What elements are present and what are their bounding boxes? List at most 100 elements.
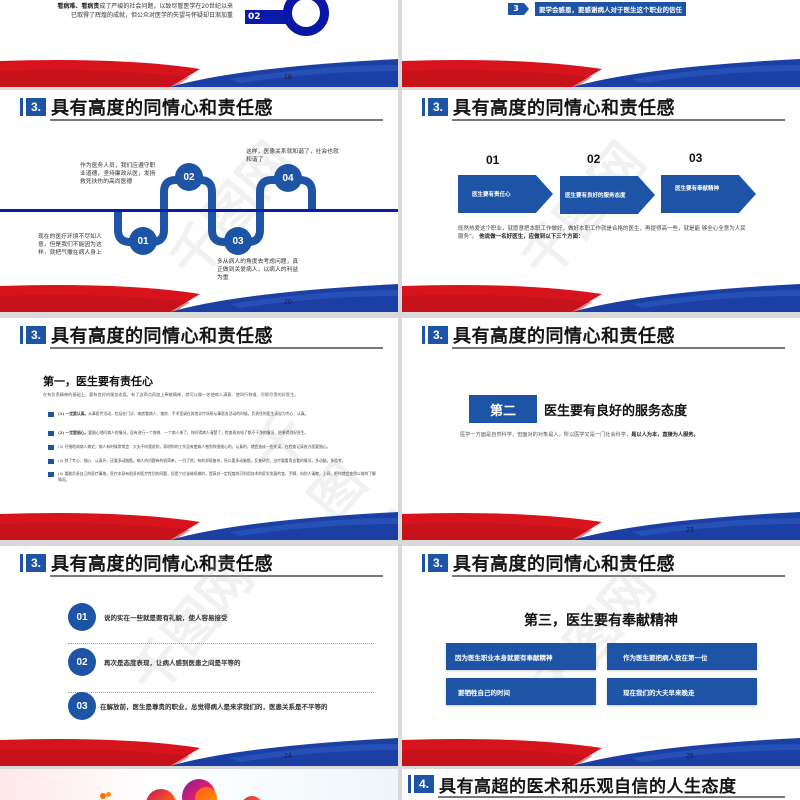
timeline-path xyxy=(114,176,316,246)
section-number: 3. xyxy=(428,554,448,572)
content-box: 现在我们的大夫早来晚走 xyxy=(607,678,757,705)
slide-19-text: 要学会感恩，要感谢病人对于医生这个职业的信任 xyxy=(535,2,686,16)
slide-25-heading: 第三，医生要有奉献精神 xyxy=(524,613,678,629)
section-number: 4. xyxy=(414,775,434,793)
list-item: (1) 一定要认真。从事医疗活动，包括在门诊、病房看病人、查房、手术室或在其他诊… xyxy=(48,411,378,417)
slide-18-text: 看病难、看病贵成了严峻的社会问题，以致尽管医学在20世纪以来已取得了辉煌的成就，… xyxy=(57,3,233,19)
slide-thumbnail-25[interactable]: 3. 具有高度的同情心和责任感 千图网 第三，医生要有奉献精神 因为医生职业本身… xyxy=(402,546,800,766)
balloon-decoration xyxy=(241,796,263,800)
ring-icon xyxy=(283,0,329,36)
slide-title: 具有高度的同情心和责任感 xyxy=(453,326,675,347)
slide-23-label-box: 第二 xyxy=(469,395,537,423)
slide-title: 具有高度的同情心和责任感 xyxy=(51,326,273,347)
slide-title: 具有高度的同情心和责任感 xyxy=(453,98,675,119)
header-accent-bar xyxy=(422,326,425,344)
flag-ribbon-decoration xyxy=(0,738,398,766)
step-number-03: 03 xyxy=(689,151,703,165)
slide-header: 4. 具有高超的医术和乐观自信的人生态度 xyxy=(408,773,737,797)
flag-ribbon-decoration xyxy=(402,738,800,766)
timeline-node-02: 02 xyxy=(175,163,203,191)
slide-thumbnail-21[interactable]: 3. 具有高度的同情心和责任感 千图网 01 02 03 医生要有责任心 医生要… xyxy=(402,90,800,312)
page-number: 20 xyxy=(284,299,292,306)
list-item: (3) 仔细地询病人病史，病人有时候常常会：大夫不听我说的，表明你的工作没有使病… xyxy=(48,444,378,450)
step-number-01: 01 xyxy=(486,153,500,167)
slide-23-title: 医生要有良好的服务态度 xyxy=(544,404,688,419)
bullet-square-icon xyxy=(48,471,54,477)
slide-title: 具有高超的医术和乐观自信的人生态度 xyxy=(439,776,737,797)
step-arrow-03: 医生要有奉献精神 xyxy=(661,175,756,213)
bullet-square-icon xyxy=(48,411,54,417)
section-number: 3. xyxy=(26,554,46,572)
header-underline xyxy=(50,119,383,121)
flag-ribbon-decoration xyxy=(0,512,398,540)
slide-header: 3. 具有高度的同情心和责任感 xyxy=(422,96,675,119)
number-badge: 03 xyxy=(68,692,96,720)
section-number: 3. xyxy=(26,98,46,116)
slide-21-paragraph: 既然热爱这个职业，就愿意把本职工作做好，做好本职工作就是合格的医生，再提得高一些… xyxy=(458,226,746,240)
list-item-text: 再次是态度表现，让病人感到医患之间是平等的 xyxy=(104,659,241,667)
slide-thumbnail-23[interactable]: 3. 具有高度的同情心和责任感 第二 医生要有良好的服务态度 医学一方面是自然科… xyxy=(402,318,800,540)
page-number: 18 xyxy=(284,74,292,81)
page-number: 25 xyxy=(686,753,694,760)
slide-title: 具有高度的同情心和责任感 xyxy=(51,554,273,575)
slide-thumbnail-24[interactable]: 3. 具有高度的同情心和责任感 千图网 01 说的实在一些就是要有礼貌，使人容易… xyxy=(0,546,398,766)
slide-thumbnail-27[interactable]: 4. 具有高超的医术和乐观自信的人生态度 xyxy=(402,769,800,800)
flag-ribbon-decoration xyxy=(402,512,800,540)
list-item: 02 再次是态度表现，让病人感到医患之间是平等的 xyxy=(68,648,241,676)
content-box: 作为医生要把病人放在第一位 xyxy=(607,643,757,670)
header-accent-bar xyxy=(422,554,425,572)
page-number: 23 xyxy=(686,527,694,534)
slide-22-heading: 第一，医生要有责任心 xyxy=(43,375,153,388)
timeline-node-01: 01 xyxy=(129,227,157,255)
header-underline xyxy=(50,575,383,577)
slide-thumbnail-26[interactable] xyxy=(0,769,398,800)
timeline-text-01: 现在的医疗环境不尽如人意，但是我们不能因为这样，就把气撒在病人身上 xyxy=(38,234,102,256)
header-accent-bar xyxy=(20,326,23,344)
dotted-divider xyxy=(68,643,374,644)
bullet-square-icon xyxy=(48,430,54,436)
content-box: 因为医生职业本身就要有奉献精神 xyxy=(446,643,596,670)
slide-22-intro: 在有负责精神的基础上，要有良好的服务态度，有了这两点再加上奉献精神，就可以做一名… xyxy=(43,392,299,397)
timeline-text-04: 这样，医患关系就和谐了，社会也就和谐了 xyxy=(246,149,339,163)
flag-ribbon-decoration xyxy=(0,284,398,312)
header-underline xyxy=(452,575,785,577)
flag-ribbon-decoration xyxy=(0,59,398,87)
slide-header: 3. 具有高度的同情心和责任感 xyxy=(20,324,273,347)
step-number-02: 02 xyxy=(587,152,601,166)
slide-thumbnail-20[interactable]: 3. 具有高度的同情心和责任感 千图网 01 02 03 04 现在的医疗环境不… xyxy=(0,90,398,312)
list-item: 01 说的实在一些就是要有礼貌，使人容易接受 xyxy=(68,603,228,631)
list-item: (4) 除了专心、细心、认真外，还要多动脑筋。病人的问题有的很简单，一目了然，有… xyxy=(48,458,378,464)
balloon-decoration xyxy=(195,787,217,800)
flag-ribbon-decoration xyxy=(402,284,800,312)
page-number: 24 xyxy=(284,753,292,760)
header-accent-bar xyxy=(408,775,411,793)
slide-thumbnail-18[interactable]: 看病难、看病贵成了严峻的社会问题，以致尽管医学在20世纪以来已取得了辉煌的成就，… xyxy=(0,0,398,87)
header-accent-bar xyxy=(20,98,23,116)
list-item: 03 在解放前，医生是尊贵的职业，总觉得病人是来求我们的，医患关系是不平等的 xyxy=(68,692,328,720)
header-underline xyxy=(452,347,785,349)
slide-header: 3. 具有高度的同情心和责任感 xyxy=(20,552,273,575)
content-box: 要牺牲自己的时间 xyxy=(446,678,596,705)
bullet-square-icon xyxy=(48,444,54,450)
slide-23-paragraph: 医学一方面是自然科学，但面对的对象是人，所以医学又是一门社会科学，是以人为本，直… xyxy=(460,432,699,438)
slide-thumbnail-22[interactable]: 3. 具有高度的同情心和责任感 千图网 第一，医生要有责任心 在有负责精神的基础… xyxy=(0,318,398,540)
slide-header: 3. 具有高度的同情心和责任感 xyxy=(422,552,675,575)
flower-decoration xyxy=(100,793,106,799)
timeline-text-03: 多从病人的角度去考虑问题，真正做到关爱病人，以病人的利益为重 xyxy=(217,259,299,281)
number-badge: 01 xyxy=(68,603,96,631)
slide-header: 3. 具有高度的同情心和责任感 xyxy=(20,96,273,119)
header-accent-bar xyxy=(20,554,23,572)
slide-header: 3. 具有高度的同情心和责任感 xyxy=(422,324,675,347)
flower-decoration xyxy=(106,792,111,797)
step-arrow-01: 医生要有责任心 xyxy=(458,175,553,213)
slide-title: 具有高度的同情心和责任感 xyxy=(453,554,675,575)
number-badge: 02 xyxy=(68,648,96,676)
timeline-text-02: 作为医务人员，我们应遵守职业道德，坚持廉政从医，发扬救死扶伤的高尚医德 xyxy=(80,163,156,185)
section-number: 3. xyxy=(428,98,448,116)
step-arrow-02: 医生要有良好的服务态度 xyxy=(560,176,655,214)
bullet-square-icon xyxy=(48,458,54,464)
list-item-text: 说的实在一些就是要有礼貌，使人容易接受 xyxy=(104,614,228,622)
slide-thumbnail-19[interactable]: 3 要学会感恩，要感谢病人对于医生这个职业的信任 xyxy=(402,0,800,87)
timeline-node-04: 04 xyxy=(274,164,302,192)
